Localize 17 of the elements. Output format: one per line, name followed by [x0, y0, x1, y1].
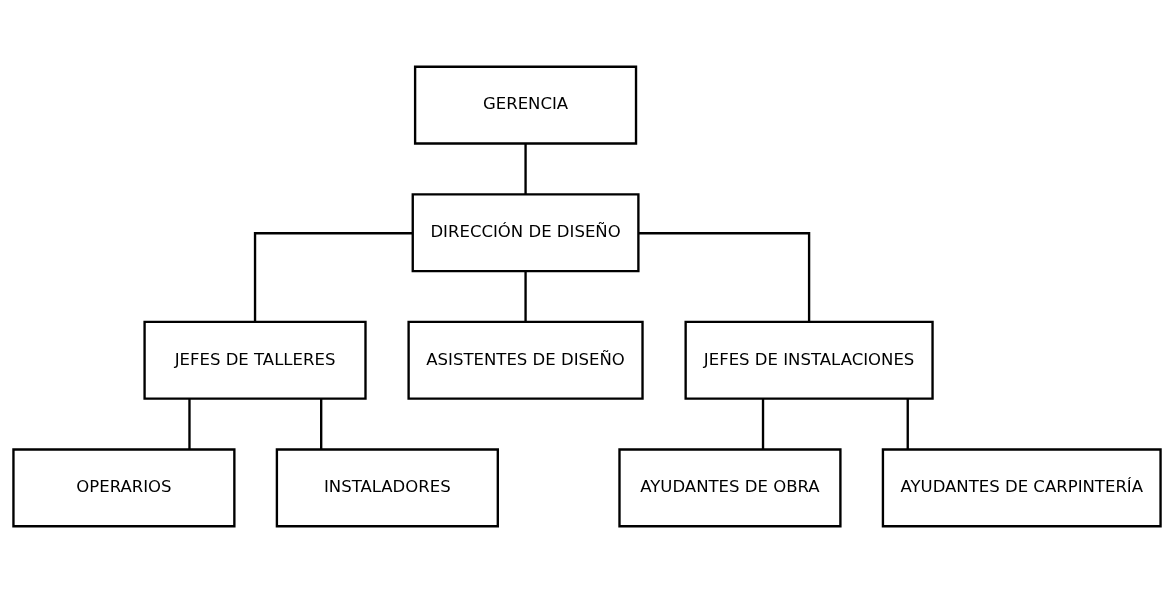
connector — [638, 232, 811, 322]
connector — [524, 271, 527, 322]
node-box: OPERARIOS — [12, 448, 236, 528]
connector — [761, 398, 765, 450]
node-box: DIRECCIÓN DE DISEÑO — [411, 193, 640, 273]
connector — [524, 143, 527, 195]
connector — [320, 398, 323, 450]
node-box: ASISTENTES DE DISEÑO — [407, 320, 644, 400]
connector — [906, 398, 909, 450]
node-box: GERENCIA — [413, 65, 638, 145]
connector — [253, 232, 413, 322]
node-box: INSTALADORES — [275, 448, 499, 528]
node-box: AYUDANTES DE CARPINTERÍA — [881, 448, 1162, 528]
node-box: JEFES DE TALLERES — [143, 320, 367, 400]
node-box: JEFES DE INSTALACIONES — [684, 320, 934, 400]
node-box: AYUDANTES DE OBRA — [618, 448, 842, 528]
connector — [188, 398, 191, 450]
